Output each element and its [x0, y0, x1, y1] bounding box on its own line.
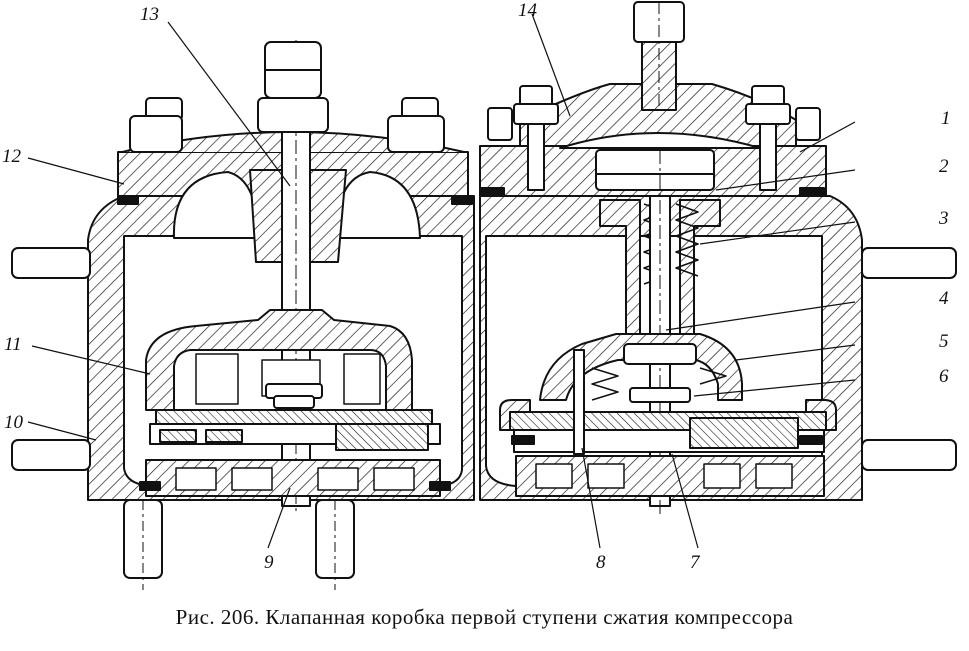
label-11: 11 — [4, 334, 22, 355]
inlet-fitting — [633, 1, 685, 111]
label-4: 4 — [939, 288, 949, 309]
left-yoke — [145, 309, 413, 411]
left-top-bolt — [257, 41, 329, 133]
label-1: 1 — [941, 108, 951, 129]
label-5: 5 — [939, 331, 949, 352]
label-10: 10 — [4, 412, 24, 433]
label-6: 6 — [939, 366, 949, 387]
label-14: 14 — [518, 0, 538, 21]
right-valve-assembly — [499, 349, 837, 497]
label-3: 3 — [938, 208, 949, 229]
label-9: 9 — [264, 552, 274, 573]
label-13: 13 — [140, 4, 159, 25]
unloader-piston — [595, 149, 715, 191]
label-12: 12 — [2, 146, 22, 167]
left-valve-assembly — [139, 383, 451, 497]
valve-box-cross-section: 13 14 1 2 3 4 5 6 7 8 9 10 11 12 — [2, 0, 957, 590]
label-2: 2 — [939, 156, 949, 177]
label-7: 7 — [690, 552, 701, 573]
cover-nut-right — [387, 97, 445, 153]
leader-lines — [27, 13, 856, 549]
cover-nut-left — [129, 97, 183, 153]
figure-caption: Рис. 206. Клапанная коробка первой ступе… — [175, 605, 794, 629]
side-pipes — [11, 247, 957, 590]
label-8: 8 — [596, 552, 606, 573]
right-cover-bolts — [487, 85, 821, 191]
right-yoke — [539, 333, 743, 403]
